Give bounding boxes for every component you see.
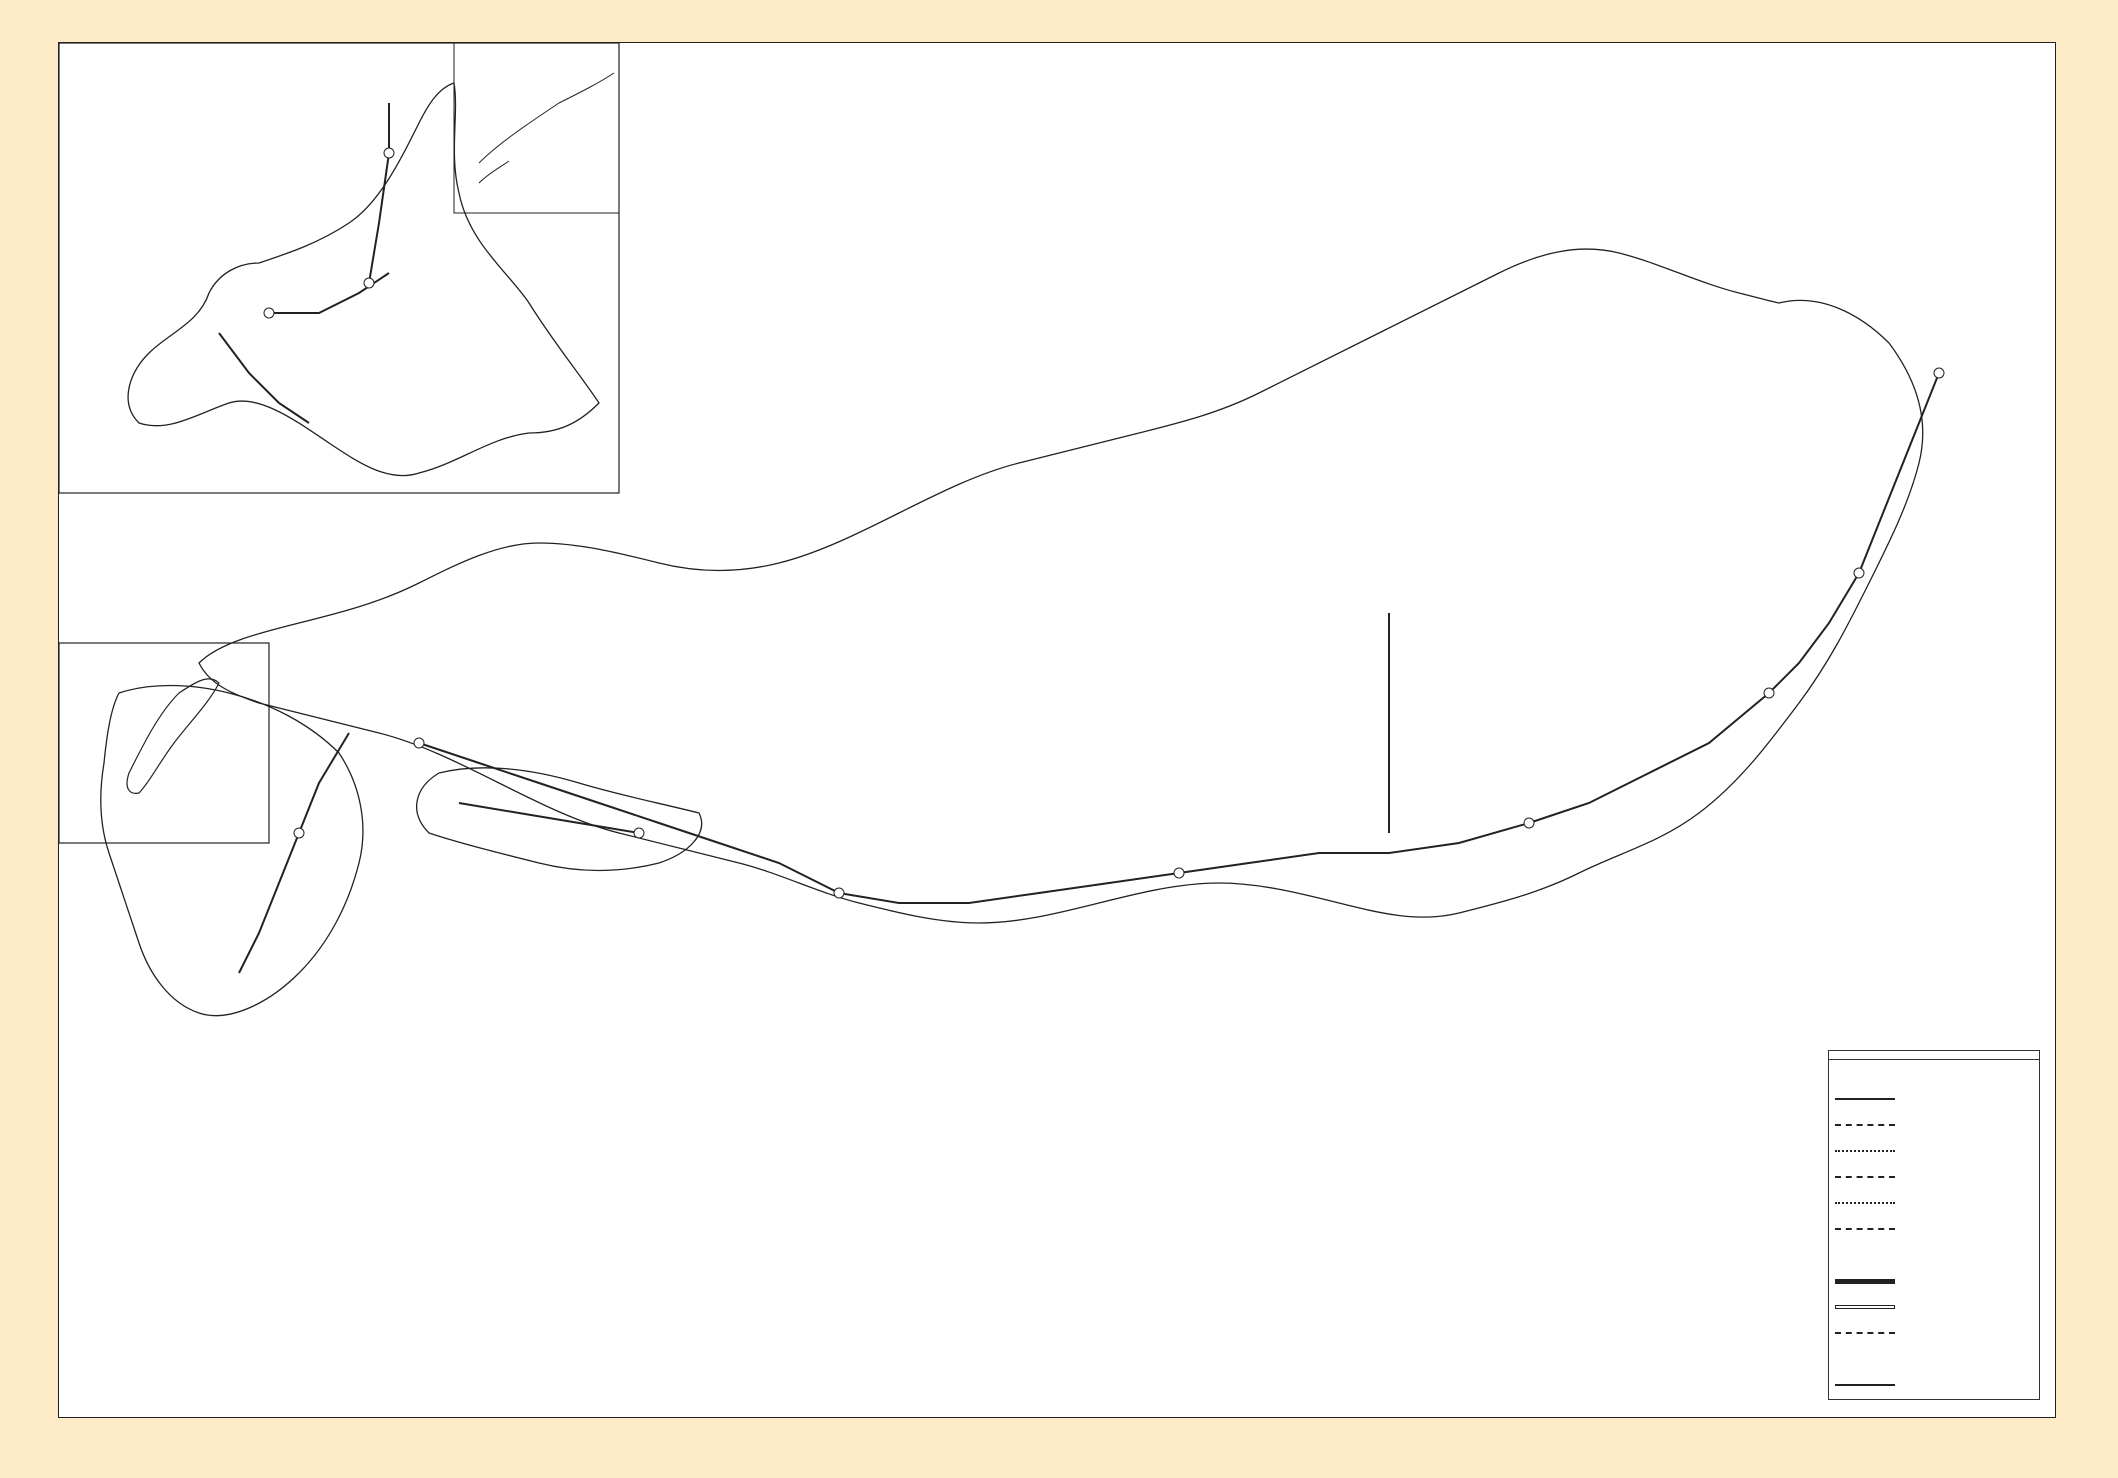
legend-item [1829,1112,2039,1138]
legend-item [1829,1268,2039,1294]
okinawa-inset-frame [59,642,270,844]
interchange-marker [633,827,645,839]
expressway-line [418,742,840,894]
interchange-marker [293,827,305,839]
legend-item [1829,1138,2039,1164]
legend-section-heading [1829,1060,2039,1086]
expressway-line [218,332,310,424]
legend-line-sample [1835,1228,1895,1230]
expressway-line [1768,372,1940,694]
interchange-marker [363,277,375,289]
legend-body [1829,1060,2039,1398]
shikoku-coastline [416,767,703,872]
legend-item [1829,1320,2039,1346]
hokkaido-inset-frame [59,43,620,494]
legend-line-sample [1835,1384,1895,1386]
expressway-line [238,732,350,974]
interchange-marker [1763,687,1775,699]
hokkaido-coastline [127,82,600,477]
expressway-lines [218,103,1940,974]
expressway-map [59,43,1945,1017]
northern-islands-coastline [478,72,615,184]
interchange-marker [1523,817,1535,829]
northern-islands-inset-frame [453,43,620,214]
legend-item [1829,1086,2039,1112]
legend-item [1829,1294,2039,1320]
legend-line-sample [1835,1176,1895,1178]
legend-box [1828,1050,2040,1400]
okinawa-coastline [126,678,220,794]
expressway-line [1178,822,1530,874]
interchange-marker [413,737,425,749]
expressway-line [838,872,1180,904]
legend-line-sample [1835,1124,1895,1126]
legend-line-sample [1835,1305,1895,1309]
legend-item [1829,1372,2039,1398]
legend-item [1829,1164,2039,1190]
legend-line-sample [1835,1332,1895,1334]
expressway-line [368,103,390,284]
interchange-marker [383,147,395,159]
kyushu-coastline [100,684,364,1017]
interchange-marker [1173,867,1185,879]
legend-section-heading [1829,1346,2039,1372]
expressway-line [458,802,640,834]
legend-title [1829,1051,2039,1060]
honshu-coastline [198,248,1924,924]
legend-item [1829,1190,2039,1216]
interchange-markers [263,147,1945,899]
legend-line-sample [1835,1278,1895,1284]
legend-line-sample [1835,1098,1895,1100]
legend-line-sample [1835,1202,1895,1204]
legend-item [1829,1216,2039,1242]
interchange-marker [1933,367,1945,379]
interchange-marker [833,887,845,899]
legend-section-heading [1829,1242,2039,1268]
interchange-marker [1853,567,1865,579]
legend-line-sample [1835,1150,1895,1152]
map-frame [58,42,2056,1418]
interchange-marker [263,307,275,319]
expressway-line [1528,692,1770,824]
